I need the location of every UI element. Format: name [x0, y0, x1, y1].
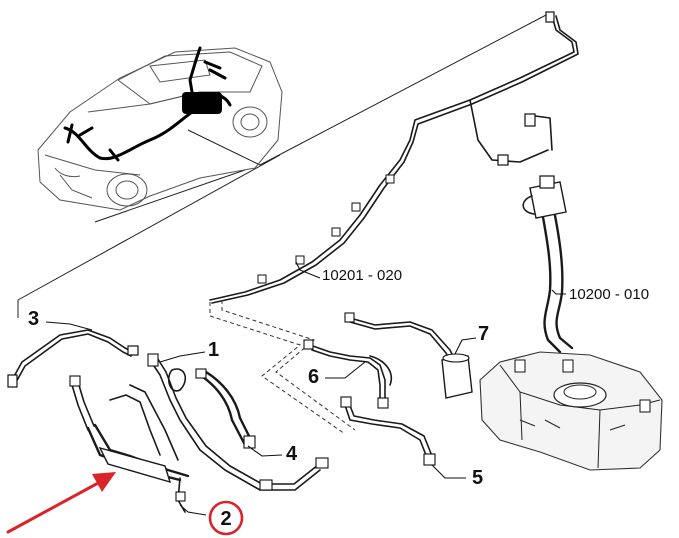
highlight-circle	[208, 500, 244, 536]
harness-bundle	[182, 92, 222, 114]
callout-6: 6	[308, 366, 319, 388]
leader-lines	[45, 261, 566, 516]
part-7-hose	[344, 312, 473, 399]
fuel-tank	[479, 351, 663, 471]
fuel-feed-line	[209, 11, 579, 304]
part-4-pipe	[195, 368, 256, 449]
part-number-filler-neck: 10200 - 010	[569, 286, 649, 303]
part-1-pipe	[147, 353, 329, 491]
callout-5: 5	[472, 467, 483, 489]
part-2-assembly	[69, 375, 190, 513]
callout-2-highlight[interactable]: 2	[208, 500, 244, 536]
part-5-pipe	[340, 396, 436, 466]
car-illustration	[37, 46, 283, 211]
routing-dashed-path	[209, 300, 356, 435]
callout-3: 3	[28, 308, 39, 330]
part-number-fuel-line: 10201 - 020	[322, 267, 402, 284]
filler-neck	[522, 175, 574, 354]
pointer-arrow-icon	[6, 472, 116, 534]
part-6-hose	[303, 339, 392, 409]
callout-7: 7	[478, 323, 489, 345]
callout-1: 1	[208, 339, 219, 361]
callout-4: 4	[286, 443, 298, 465]
perspective-frame	[17, 13, 549, 318]
part-3-pipe	[7, 329, 139, 388]
callout-2: 2	[220, 508, 231, 530]
